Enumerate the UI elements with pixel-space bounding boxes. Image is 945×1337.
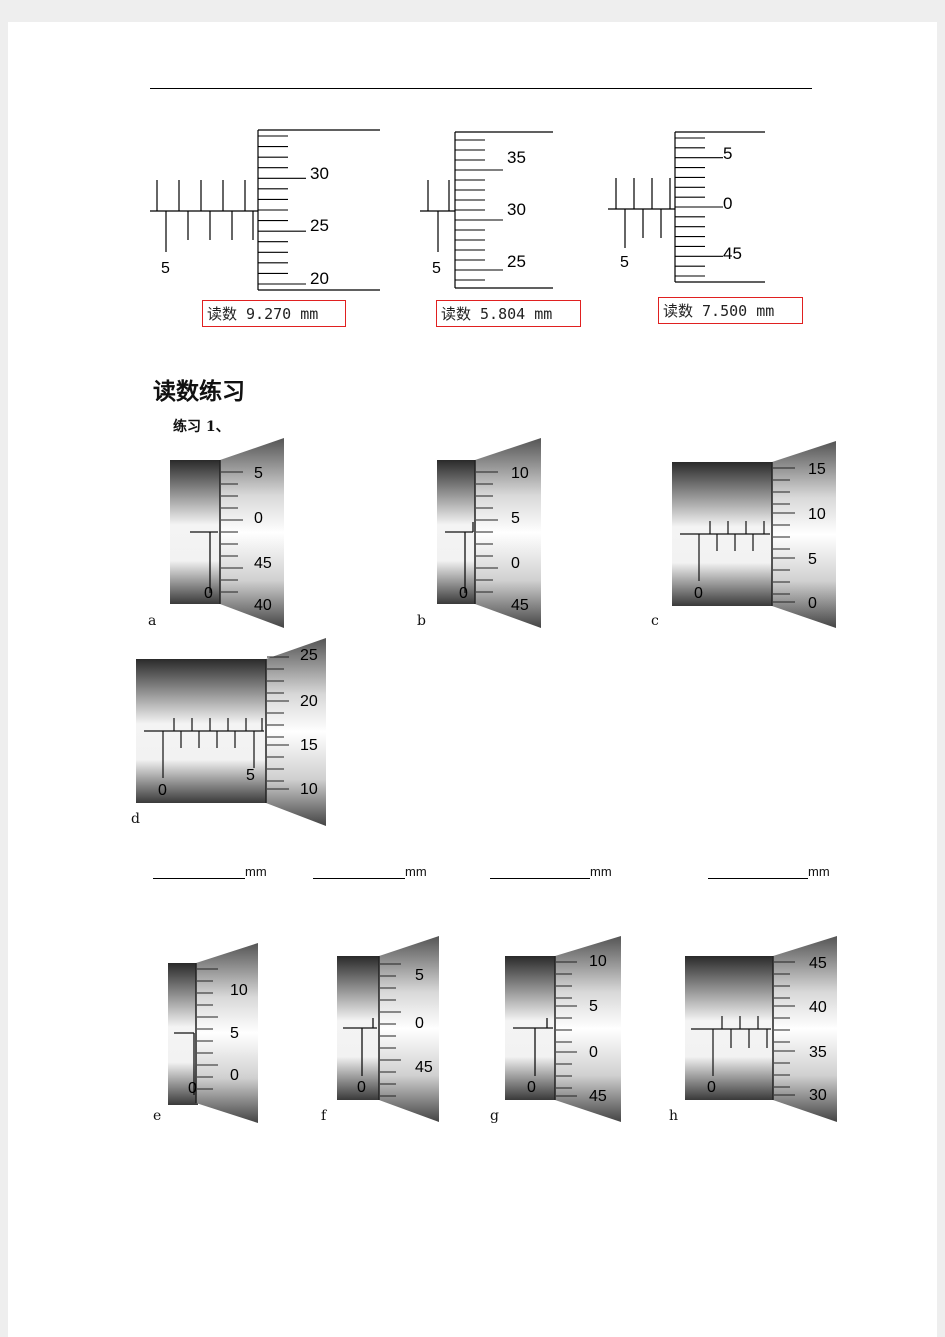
answer-blank-2[interactable]: mm	[313, 864, 427, 879]
reading-box-1: 读数 9.270 mm	[202, 300, 346, 327]
thimble-label: 15	[808, 461, 826, 478]
thimble-label: 25	[507, 252, 526, 271]
thimble-label: 5	[723, 144, 732, 163]
reading-box-3: 读数 7.500 mm	[658, 297, 803, 324]
header-rule	[150, 88, 812, 89]
thimble-label: 0	[254, 510, 263, 527]
photo-letter-b: b	[417, 613, 426, 629]
photo-letter-c: c	[651, 613, 659, 629]
thimble-label: 30	[507, 200, 526, 219]
thimble-label: 15	[300, 737, 318, 754]
photo-letter-f: f	[321, 1108, 327, 1124]
micrometer-photo-a: 0 5 0 45 40	[170, 438, 284, 628]
thimble-label: 45	[723, 244, 742, 263]
thimble-label: 10	[230, 982, 248, 999]
thimble-label: 10	[589, 953, 607, 970]
example-diagram-2: 5 35 30 25	[420, 131, 553, 289]
unit-label: mm	[245, 864, 267, 879]
answer-blank-3[interactable]: mm	[490, 864, 612, 879]
sleeve-label: 0	[707, 1079, 716, 1096]
thimble-label: 0	[723, 194, 732, 213]
thimble-label: 0	[808, 595, 817, 612]
micrometer-photo-b: 0 10 5 0 45	[437, 438, 541, 628]
thimble-label: 45	[809, 955, 827, 972]
thimble-label: 45	[254, 555, 272, 572]
thimble-label: 0	[230, 1067, 239, 1084]
sleeve-label: 5	[246, 767, 255, 784]
thimble-label: 20	[300, 693, 318, 710]
thimble-label: 10	[808, 506, 826, 523]
micrometer-photo-h: 0 45 40 35 30	[685, 936, 837, 1122]
answer-blank-1[interactable]: mm	[153, 864, 267, 879]
micrometer-photo-d: 0 5 25 20 15 10	[136, 638, 326, 826]
thimble-label: 5	[808, 551, 817, 568]
photo-letter-e: e	[153, 1108, 162, 1124]
example-diagram-1: 5 30 25 20	[150, 129, 380, 291]
thimble-label: 5	[415, 967, 424, 984]
photo-letter-g: g	[490, 1108, 499, 1124]
example-diagram-3: 5 5 0 45	[608, 131, 765, 283]
micrometer-photo-e: 0 10 5 0	[168, 943, 258, 1123]
sleeve-label: 0	[158, 782, 167, 799]
thimble-label: 35	[507, 148, 526, 167]
sleeve-label: 0	[357, 1079, 366, 1096]
micrometer-photo-f: 0 5 0 45	[337, 936, 439, 1122]
thimble-label: 20	[310, 269, 329, 288]
photo-letter-h: h	[669, 1108, 679, 1124]
thimble-label: 0	[415, 1015, 424, 1032]
thimble-label: 45	[511, 597, 529, 614]
thimble-label: 40	[254, 597, 272, 614]
thimble-label: 30	[809, 1087, 827, 1104]
micrometer-photo-g: 0 10 5 0 45	[505, 936, 621, 1122]
answer-blank-4[interactable]: mm	[708, 864, 830, 879]
thimble-label: 0	[511, 555, 520, 572]
thimble-label: 25	[300, 647, 318, 664]
sleeve-label: 5	[432, 260, 441, 277]
thimble-label: 40	[809, 999, 827, 1016]
section-title: 读数练习	[153, 378, 245, 405]
reading-box-2: 读数 5.804 mm	[436, 300, 581, 327]
thimble-label: 45	[589, 1088, 607, 1105]
thimble-label: 35	[809, 1044, 827, 1061]
sleeve-label: 5	[620, 254, 629, 271]
thimble-label: 25	[310, 216, 329, 235]
unit-label: mm	[590, 864, 612, 879]
sleeve-label: 0	[459, 585, 468, 602]
thimble-label: 5	[589, 998, 598, 1015]
thimble-label: 5	[511, 510, 520, 527]
sleeve-label: 0	[694, 585, 703, 602]
micrometer-photo-c: 0 15 10 5 0	[672, 441, 836, 628]
sleeve-label: 0	[527, 1079, 536, 1096]
exercise-title: 练习 1、	[173, 419, 230, 435]
sleeve-label: 5	[161, 260, 170, 277]
thimble-label: 0	[589, 1044, 598, 1061]
thimble-label: 5	[230, 1025, 239, 1042]
thimble-label: 10	[511, 465, 529, 482]
thimble-label: 10	[300, 781, 318, 798]
sleeve-label: 0	[204, 585, 213, 602]
photo-letter-d: d	[131, 811, 140, 827]
unit-label: mm	[405, 864, 427, 879]
thimble-label: 45	[415, 1059, 433, 1076]
photo-letter-a: a	[148, 613, 157, 629]
thimble-label: 5	[254, 465, 263, 482]
sleeve-label: 0	[188, 1080, 197, 1097]
thimble-label: 30	[310, 164, 329, 183]
unit-label: mm	[808, 864, 830, 879]
